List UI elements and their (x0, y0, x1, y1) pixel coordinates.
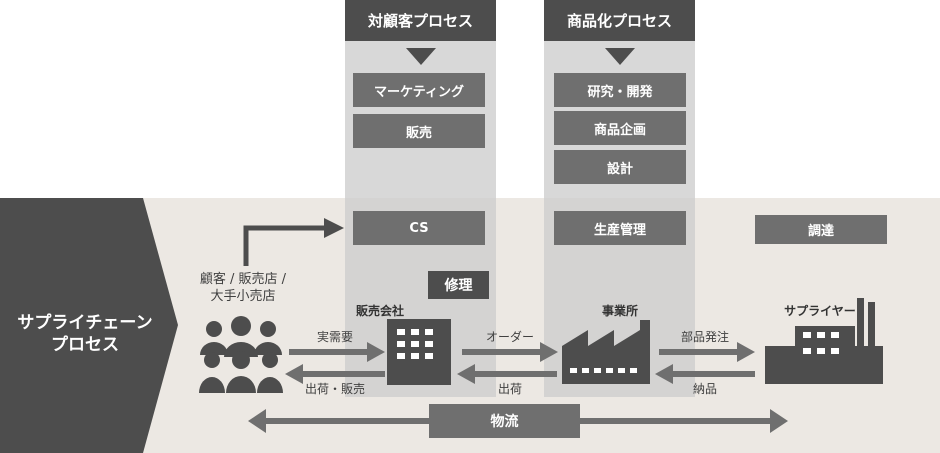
sales-company-label: 販売会社 (355, 304, 404, 318)
parts-order-label: 部品発注 (680, 330, 729, 344)
product-process-header: 商品化プロセス (544, 0, 695, 41)
supplier-factory-icon (765, 298, 883, 384)
demand-label: 実需要 (316, 330, 353, 344)
customers-label: 顧客 / 販売店 / 大手小売店 (180, 271, 306, 305)
marketing-box: マーケティング (353, 73, 485, 107)
shipment-arrow (457, 364, 557, 384)
order-label: オーダー (485, 330, 534, 344)
customers-label-line2: 大手小売店 (210, 289, 276, 304)
customer-down-arrow-icon (406, 48, 436, 65)
sales-box: 販売 (353, 114, 485, 148)
ship-sell-label: 出荷・販売 (304, 382, 365, 396)
repair-box: 修理 (428, 271, 489, 299)
product-process-column (544, 0, 695, 397)
procurement-box: 調達 (755, 215, 887, 244)
supply-chain-chevron (0, 198, 178, 453)
supply-chain-label-line1: サプライチェーン (17, 313, 153, 333)
product-down-arrow-icon (605, 48, 635, 65)
demand-arrow (289, 342, 385, 362)
parts-order-arrow (659, 342, 755, 362)
shipment-label: 出荷 (497, 382, 522, 396)
ship-sell-arrow (285, 364, 385, 384)
customer-process-header: 対顧客プロセス (345, 0, 496, 41)
customers-people-icon (199, 316, 283, 393)
delivery-arrow (655, 364, 755, 384)
order-arrow (462, 342, 558, 362)
cs-box: CS (353, 211, 485, 245)
production-management-box: 生産管理 (554, 211, 686, 245)
factory-icon (562, 320, 650, 384)
supply-chain-label: サプライチェーン プロセス (0, 312, 170, 356)
customers-to-cs-arrow (243, 218, 344, 266)
delivery-label: 納品 (692, 382, 717, 396)
rnd-box: 研究・開発 (554, 73, 686, 107)
product-planning-box: 商品企画 (554, 111, 686, 145)
customers-label-line1: 顧客 / 販売店 / (199, 272, 287, 287)
supplier-label: サプライヤー (784, 304, 856, 318)
sales-company-building-icon (387, 319, 451, 385)
logistics-box: 物流 (429, 404, 580, 438)
design-box: 設計 (554, 150, 686, 184)
office-label: 事業所 (601, 304, 638, 318)
supply-chain-label-line2: プロセス (51, 335, 119, 355)
